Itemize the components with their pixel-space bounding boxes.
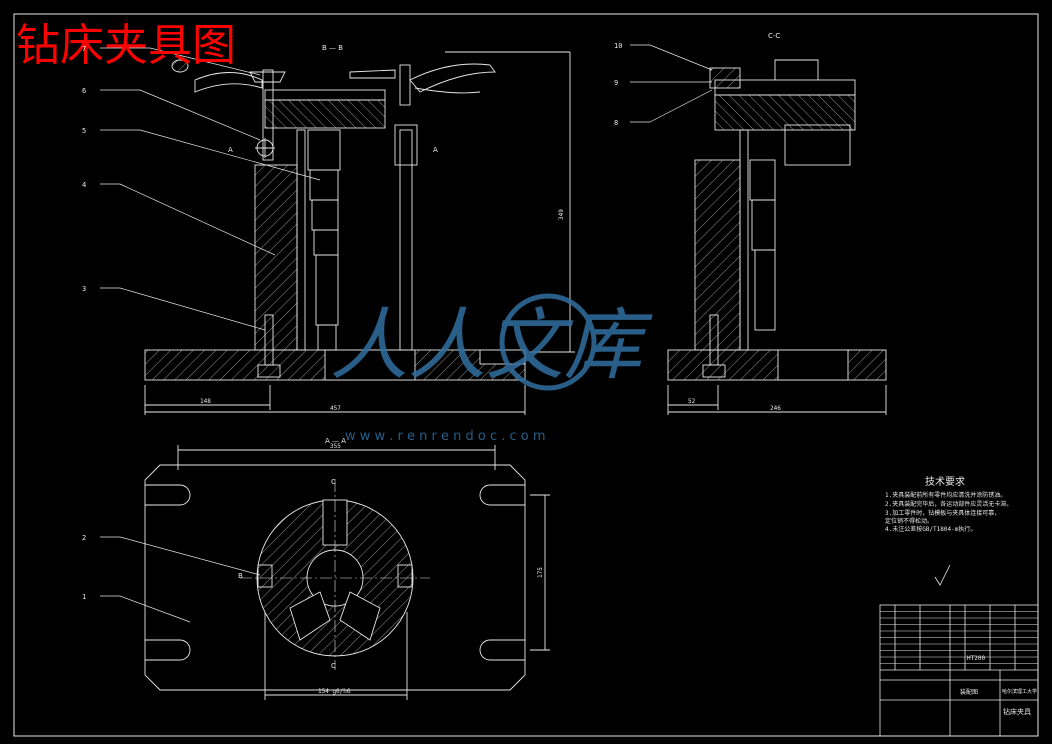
- leaders-right: [630, 44, 713, 123]
- section-label-c-c: C-C: [768, 32, 780, 40]
- leaders-left: [100, 47, 321, 623]
- watermark-url: w w w . r e n r e n d o c . c o m: [345, 429, 546, 444]
- section-marker-a-right: A: [433, 146, 438, 154]
- dim-right-left: 52: [688, 398, 696, 405]
- tech-requirement-item: 定位销不得松动。: [885, 517, 933, 525]
- part-number-6: 6: [82, 87, 86, 95]
- part-number-7: 7: [82, 45, 86, 53]
- watermark: 人人文库 w w w . r e n r e n d o c . c o m: [330, 293, 653, 444]
- base-outline: [144, 464, 526, 691]
- title-block-school: 哈尔滨理工大学: [1002, 688, 1037, 695]
- roughness-symbol: [934, 564, 951, 586]
- title-block-scale-label: 装配图: [960, 688, 978, 696]
- part-number-10: 10: [614, 42, 622, 50]
- tech-requirement-item: 3.加工零件时，钻模板与夹具体连接可靠，: [885, 509, 1000, 517]
- part-number-8: 8: [614, 119, 618, 127]
- part-number-1: 1: [82, 593, 86, 601]
- dim-bottom-bore: 154 g6/h6: [318, 688, 351, 695]
- front-view: [144, 51, 575, 415]
- watermark-logo-text: 人人文库: [330, 301, 653, 391]
- side-view: [667, 59, 887, 415]
- top-view: [144, 445, 550, 700]
- dim-side-height: 175: [537, 567, 544, 578]
- dim-base-left: 148: [200, 398, 211, 405]
- part-number-5: 5: [82, 127, 86, 135]
- tech-requirement-item: 2.夹具装配完毕后，各运动部件应灵活无卡滞。: [885, 500, 1012, 508]
- section-label-a-a: A — A: [325, 437, 346, 445]
- part-number-2: 2: [82, 534, 86, 542]
- section-marker-c-top: C: [331, 478, 336, 486]
- section-marker-c-bottom: C: [331, 662, 336, 670]
- tech-requirement-item: 4.未注公差按GB/T1804-m执行。: [885, 525, 976, 533]
- title-block-drawing-name: 钻床夹具: [1003, 707, 1031, 716]
- title-block-rows: [880, 611, 1038, 664]
- part-number-9: 9: [614, 79, 618, 87]
- section-marker-b: B: [238, 572, 243, 580]
- section-marker-a-left: A: [228, 146, 233, 154]
- title-block-material: HT200: [967, 655, 985, 662]
- section-label-b-b: B — B: [322, 44, 343, 52]
- drill-plate: [264, 99, 386, 129]
- centerlines: [240, 480, 430, 670]
- dim-base-total: 457: [330, 405, 341, 412]
- dim-height: 349: [558, 209, 565, 220]
- part-number-4: 4: [82, 181, 86, 189]
- dim-top-width: 355: [330, 443, 341, 450]
- drawing-title: 钻床夹具图: [16, 20, 236, 71]
- tech-requirements-heading: 技术要求: [925, 475, 965, 488]
- watermark-circle: [499, 293, 597, 391]
- part-number-3: 3: [82, 285, 86, 293]
- clamp-body: [254, 164, 298, 351]
- drawing-border: [13, 13, 1039, 737]
- dim-right-total: 246: [770, 405, 781, 412]
- tech-requirement-item: 1.夹具装配前所有零件均应清洗并涂防锈油。: [885, 491, 1006, 499]
